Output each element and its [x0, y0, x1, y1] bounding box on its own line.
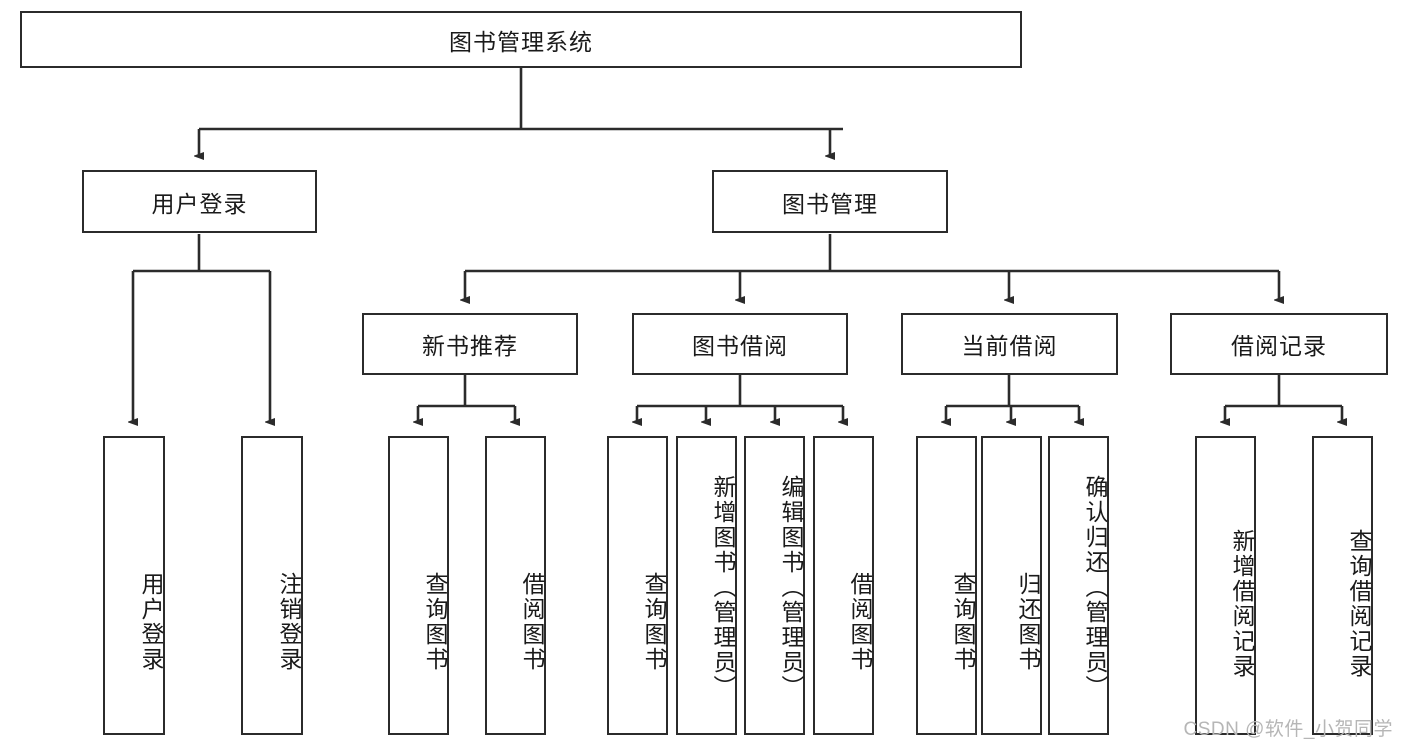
leaf-add-book[interactable]: 新增图书（管理员）	[676, 436, 737, 735]
leaf-borrow-book-2-label: 借阅图书	[847, 571, 873, 672]
leaf-query-borrow-record[interactable]: 查询借阅记录	[1312, 436, 1373, 735]
node-book-management[interactable]: 图书管理	[712, 170, 948, 233]
node-new-book-recommend-label: 新书推荐	[422, 333, 518, 359]
node-current-borrow-label: 当前借阅	[961, 333, 1058, 359]
leaf-query-book-2[interactable]: 查询图书	[607, 436, 668, 735]
leaf-return-book-label: 归还图书	[1015, 571, 1041, 672]
node-root-label: 图书管理系统	[449, 28, 593, 55]
leaf-return-book[interactable]: 归还图书	[981, 436, 1042, 735]
leaf-query-book-3-label: 查询图书	[950, 571, 976, 672]
node-user-login[interactable]: 用户登录	[82, 170, 317, 233]
leaf-query-borrow-record-label: 查询借阅记录	[1346, 528, 1372, 679]
leaf-borrow-book-2[interactable]: 借阅图书	[813, 436, 874, 735]
leaf-query-book-2-label: 查询图书	[641, 571, 667, 672]
node-book-borrow-label: 图书借阅	[692, 333, 788, 359]
leaf-confirm-return[interactable]: 确认归还（管理员）	[1048, 436, 1109, 735]
leaf-logout-login[interactable]: 注销登录	[241, 436, 303, 735]
node-borrow-record[interactable]: 借阅记录	[1170, 313, 1388, 375]
leaf-query-book-3[interactable]: 查询图书	[916, 436, 977, 735]
node-root[interactable]: 图书管理系统	[20, 11, 1022, 68]
node-book-borrow[interactable]: 图书借阅	[632, 313, 848, 375]
leaf-confirm-return-label: 确认归还（管理员）	[1082, 475, 1108, 700]
leaf-query-book-1-label: 查询图书	[422, 571, 448, 672]
leaf-borrow-book-1[interactable]: 借阅图书	[485, 436, 546, 735]
leaf-edit-book-label: 编辑图书（管理员）	[778, 475, 804, 700]
leaf-add-borrow-record[interactable]: 新增借阅记录	[1195, 436, 1256, 735]
leaf-add-book-label: 新增图书（管理员）	[710, 475, 736, 700]
leaf-add-borrow-record-label: 新增借阅记录	[1229, 528, 1255, 679]
leaf-logout-login-label: 注销登录	[276, 571, 302, 672]
node-current-borrow[interactable]: 当前借阅	[901, 313, 1118, 375]
leaf-query-book-1[interactable]: 查询图书	[388, 436, 449, 735]
node-borrow-record-label: 借阅记录	[1231, 333, 1327, 359]
leaf-borrow-book-1-label: 借阅图书	[519, 571, 545, 672]
leaf-user-login[interactable]: 用户登录	[103, 436, 165, 735]
node-book-management-label: 图书管理	[782, 190, 878, 217]
node-user-login-label: 用户登录	[151, 190, 248, 217]
node-new-book-recommend[interactable]: 新书推荐	[362, 313, 578, 375]
leaf-edit-book[interactable]: 编辑图书（管理员）	[744, 436, 805, 735]
leaf-user-login-label: 用户登录	[138, 571, 164, 672]
csdn-watermark: CSDN @软件_小贺同学	[1183, 719, 1393, 740]
